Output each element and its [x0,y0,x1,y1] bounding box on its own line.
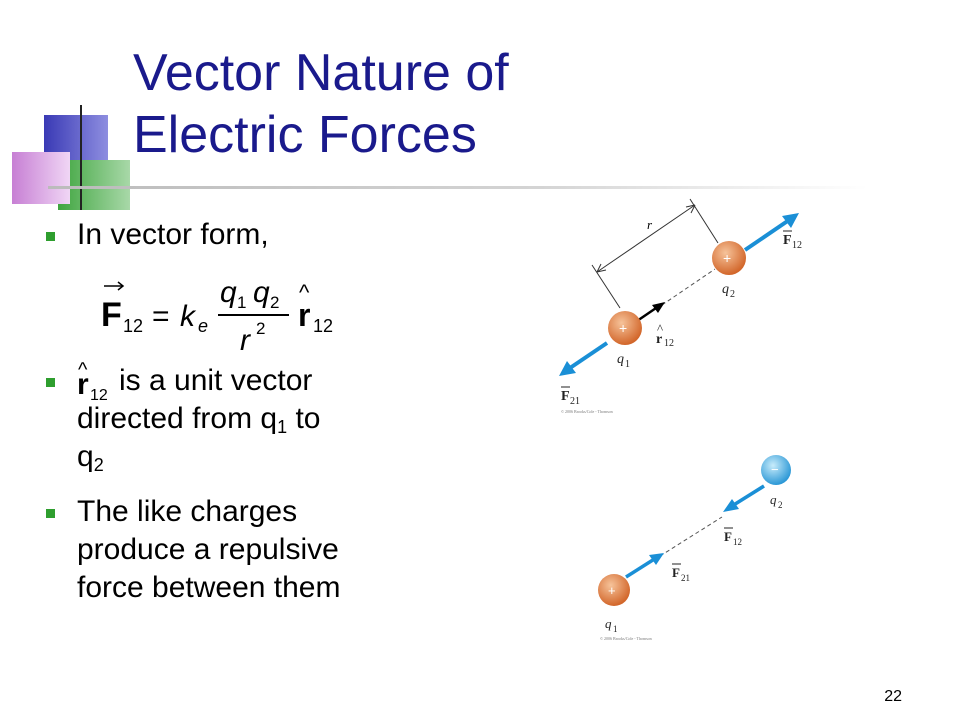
eq-k: k [180,300,197,333]
copyright-text: © 2006 Brooks/Cole - Thomson [561,409,613,414]
bullet-2-line2: directed from q [77,402,278,435]
eq-F-sub: 12 [123,316,143,336]
bullet-3-line3: force between them [77,571,341,604]
bullet-2-line3: q [77,440,94,473]
decor-pink-square [12,152,70,204]
bullet-text: In vector form, [77,216,269,254]
slide-title: Vector Nature of Electric Forces [133,42,509,166]
charge-q1-sign: + [608,583,616,598]
F12-label-sub: 12 [733,537,742,547]
q1-label: q [617,352,624,367]
charge-q2-sign: + [723,250,731,266]
charge-q1-sign: + [619,320,627,336]
force-F12-arrow [743,216,794,252]
bullet-2-to: to [287,402,321,435]
decor-green-square [58,160,130,210]
force-F21-arrowhead [559,361,576,376]
force-F21-arrowhead [649,553,664,565]
eq-q2-sub: 2 [270,293,279,312]
rhat-sub: 12 [90,387,108,402]
bullet-2-text: is a unit vector [119,364,313,397]
rhat-symbol: ^ r 12 [77,359,108,402]
extension-line [591,264,621,309]
bullet-2-sub2: 2 [93,455,104,475]
title-line-2: Electric Forces [133,106,477,164]
F12-label-sub: 12 [792,240,802,251]
eq-F: F [101,296,122,334]
F21-label-sub: 21 [570,396,580,407]
force-F21-arrow [565,341,609,372]
rhat-label-sub: 12 [664,338,674,349]
rhat-letter: r [77,368,89,401]
q2-label: q [770,492,777,507]
separation-line [661,268,716,306]
charge-q1 [608,311,642,345]
eq-rhat-sub: 12 [313,316,333,336]
charge-q2 [712,241,746,275]
q1-label-sub: 1 [625,359,630,370]
unit-vector-arrowhead [652,302,665,313]
force-F12-arrowhead [782,213,799,228]
eq-r-exp: 2 [256,319,265,338]
vector-arrow-head [117,281,125,291]
eq-k-sub: e [198,316,208,336]
q2-label-sub: 2 [730,289,735,300]
q2-label: q [722,282,729,297]
F21-label-sub: 21 [681,573,690,583]
distance-arrowhead-left [596,263,607,273]
bullet-marker [46,378,55,387]
bullet-text: is a unit vector [119,362,312,400]
decor-vertical-line [80,105,82,210]
q1-label-sub: 1 [613,624,618,634]
bullet-marker [46,509,55,518]
hat-icon: ^ [657,321,663,336]
unlike-charges-diagram: + − q 1 q 2 F 12 F 21 © 2006 Brooks/Cole… [598,455,791,641]
coulomb-vector-equation: F 12 = k e q 1 q 2 r 2 ^ r 12 [101,276,333,354]
rhat-label: r [656,332,662,347]
separation-line [659,516,723,557]
bullet-1-text: In vector form, [77,218,269,251]
eq-q1: q [220,276,237,309]
force-F12-arrowhead [723,499,739,512]
eq-q2: q [253,276,270,309]
bullet-3-line1: The like charges [77,495,298,528]
q1-label: q [605,616,612,631]
eq-equals: = [152,300,170,333]
distance-arrow [596,204,696,273]
F12-label: F [783,233,792,248]
hat-icon: ^ [78,359,88,381]
force-F12-arrow [731,484,765,508]
title-line-1: Vector Nature of [133,44,509,102]
F21-label: F [672,565,680,580]
page-number: 22 [884,688,902,705]
r-label: r [647,217,653,232]
title-rule [48,186,868,189]
copyright-text: © 2006 Brooks/Cole - Thomson [600,636,652,641]
bullet-2-sub1: 1 [277,417,288,437]
bullet-text: q2 [77,438,104,484]
eq-q1-sub: 1 [237,293,246,312]
extension-line [689,198,719,244]
bullet-marker [46,232,55,241]
charge-q1 [598,574,630,606]
F21-label: F [561,389,570,404]
F12-label: F [724,529,732,544]
charge-q2 [761,455,791,485]
charge-q2-sign: − [771,462,779,477]
bullet-3-line2: produce a repulsive [77,533,339,566]
like-charges-diagram: r + + q 1 q 2 ^ r 12 F 12 F 21 © 2006 Br… [559,198,802,414]
bullet-text: directed from q1 to [77,400,320,446]
q2-label-sub: 2 [778,500,783,510]
eq-rhat: r [298,297,310,333]
force-F21-arrow [625,556,657,579]
bullet-text: The like charges produce a repulsive for… [77,493,340,607]
eq-r: r [240,324,251,354]
hat-icon: ^ [299,280,310,305]
